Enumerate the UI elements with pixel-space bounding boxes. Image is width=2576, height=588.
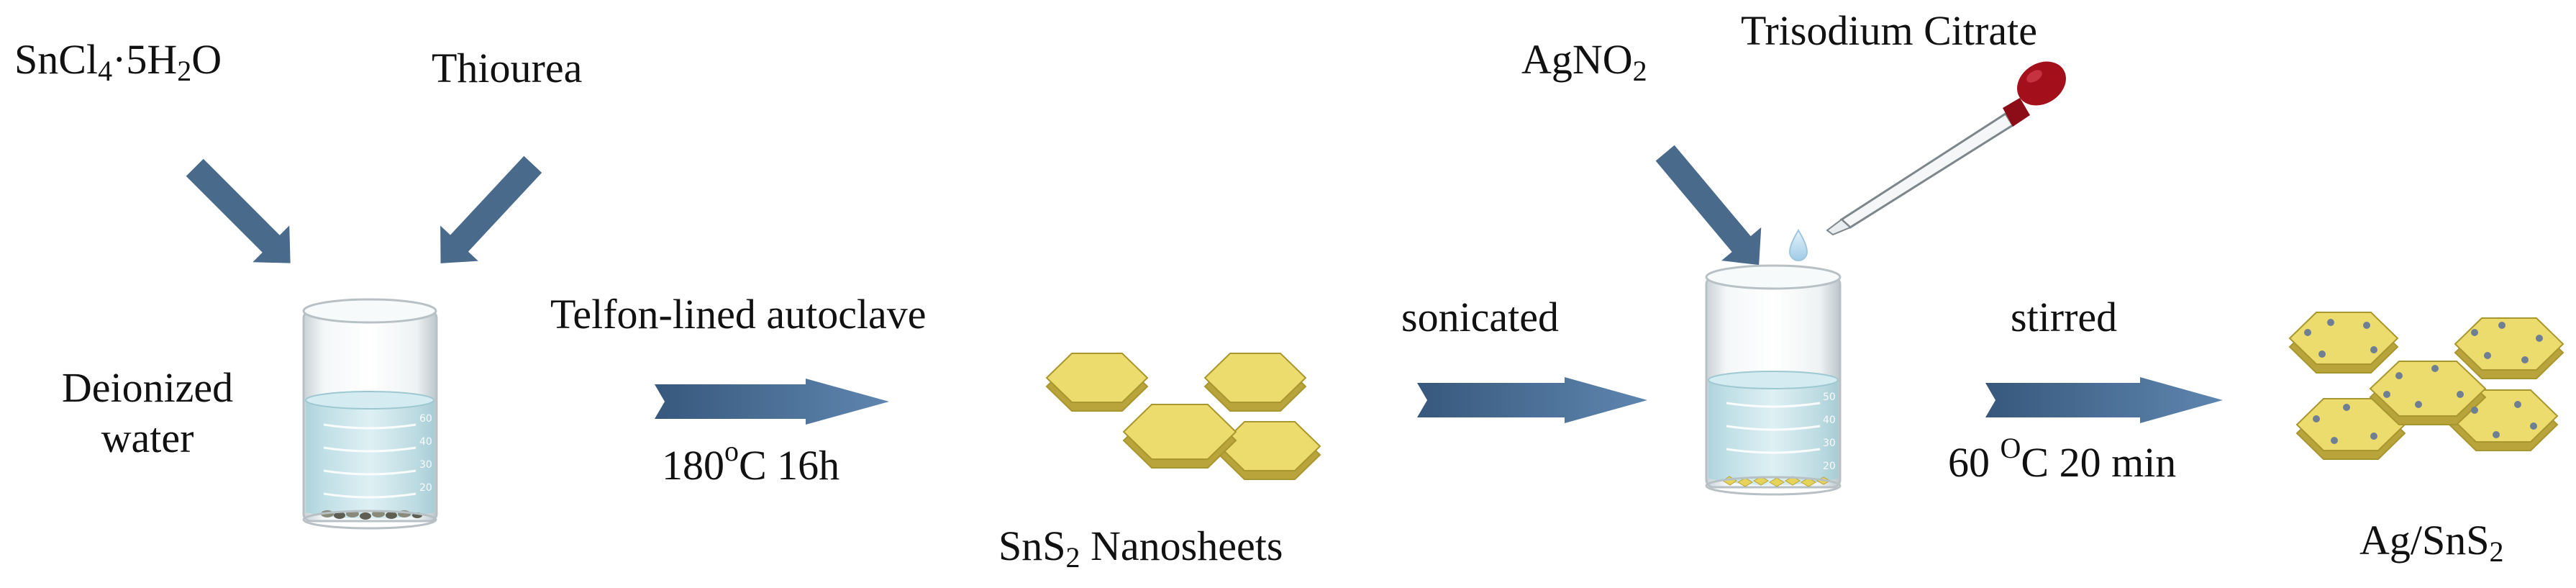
label-step2-top: sonicated xyxy=(1401,294,1560,340)
label-agno2: AgNO2 xyxy=(1521,36,1647,87)
label-thiourea: Thiourea xyxy=(432,45,583,91)
hexagon-sheet xyxy=(2288,312,2399,374)
svg-text:50: 50 xyxy=(1823,392,1836,403)
process-arrow-3 xyxy=(1985,377,2223,423)
hexagon-sheet xyxy=(1045,353,1149,412)
label-water: water xyxy=(101,415,194,461)
label-trisodium-citrate: Trisodium Citrate xyxy=(1741,7,2037,54)
svg-text:20: 20 xyxy=(1823,461,1836,472)
label-sns2-nanosheets: SnS2 Nanosheets xyxy=(998,523,1283,574)
label-step3-bottom: 60 OC 20 min xyxy=(1948,432,2177,486)
label-ag-sns2: Ag/SnS2 xyxy=(2359,517,2504,568)
label-deionized: Deionized xyxy=(61,364,234,411)
droplet-icon xyxy=(1788,229,1808,261)
svg-text:40: 40 xyxy=(1823,415,1836,426)
svg-text:30: 30 xyxy=(419,459,432,471)
label-step1-top: Telfon-lined autoclave xyxy=(550,291,927,338)
feed-arrow-thiourea xyxy=(440,155,542,263)
feed-arrow-sncl4 xyxy=(186,158,291,263)
beaker-deionized-water: 60 40 30 20 xyxy=(302,298,438,530)
silver-nanoparticles xyxy=(2304,319,2543,444)
label-tin-chloride: SnCl4·5H2O xyxy=(14,36,222,87)
dropper-icon xyxy=(1826,61,2066,236)
ag-sns2-illustration xyxy=(2288,312,2564,460)
sns2-nanosheets-illustration xyxy=(1045,353,1321,480)
beaker-reaction: 50 40 30 20 xyxy=(1705,264,1842,496)
hexagon-sheet xyxy=(1122,404,1237,469)
feed-arrow-agno2 xyxy=(1655,145,1762,266)
hexagon-sheet xyxy=(2295,398,2406,460)
process-arrow-1 xyxy=(655,379,889,425)
label-deionized-water: Deionized water xyxy=(29,363,266,463)
svg-text:30: 30 xyxy=(1823,438,1836,449)
svg-text:20: 20 xyxy=(419,482,432,494)
nanosheet-particles xyxy=(1722,476,1831,487)
label-step1-bottom: 180oC 16h xyxy=(662,435,840,489)
process-arrow-2 xyxy=(1417,377,1647,423)
label-step3-top: stirred xyxy=(2011,294,2118,340)
svg-text:40: 40 xyxy=(419,436,432,448)
svg-text:60: 60 xyxy=(419,413,432,425)
hexagon-sheet xyxy=(1218,421,1321,480)
hexagon-sheet xyxy=(2454,317,2564,379)
hexagon-sheet xyxy=(1203,353,1307,412)
